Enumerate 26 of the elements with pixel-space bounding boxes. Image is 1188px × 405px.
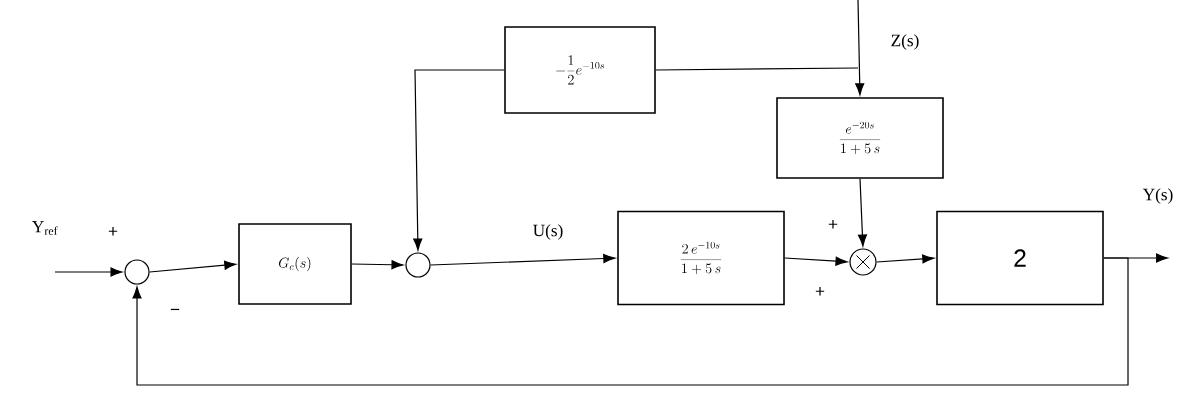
block-box: $G_c(s)$ [238, 223, 352, 305]
block-box: $\frac{2\,e^{-10s}}{1+5\,s}$ [617, 210, 785, 306]
arrow [149, 260, 237, 273]
summing-junction [405, 252, 431, 278]
multiplier-circle [849, 248, 877, 276]
arrow [784, 256, 848, 266]
arrow [430, 253, 616, 266]
edge-label: Y(s) [1141, 187, 1175, 205]
sign-label: + [828, 220, 838, 229]
sign-label: + [108, 227, 118, 236]
arrow [857, 178, 867, 247]
arrow [54, 267, 123, 277]
edge-label: Z(s) [889, 33, 921, 51]
sign-label: − [170, 308, 180, 311]
block-box: 2 [936, 210, 1104, 306]
arrow [413, 69, 505, 251]
arrow [132, 257, 1129, 386]
arrow [876, 254, 935, 264]
block-box: $-\frac{1}{2}e^{-10s}$ [504, 26, 656, 114]
block-box: $\frac{e^{-20s}}{1+5\,s}$ [776, 97, 944, 179]
summing-junction [124, 259, 150, 285]
edge-label: Y$_{ref}$ [30, 220, 60, 236]
arrow [855, 0, 865, 96]
sign-label: + [815, 287, 825, 296]
arrow [351, 260, 404, 270]
edge-label: U(s) [531, 223, 565, 241]
